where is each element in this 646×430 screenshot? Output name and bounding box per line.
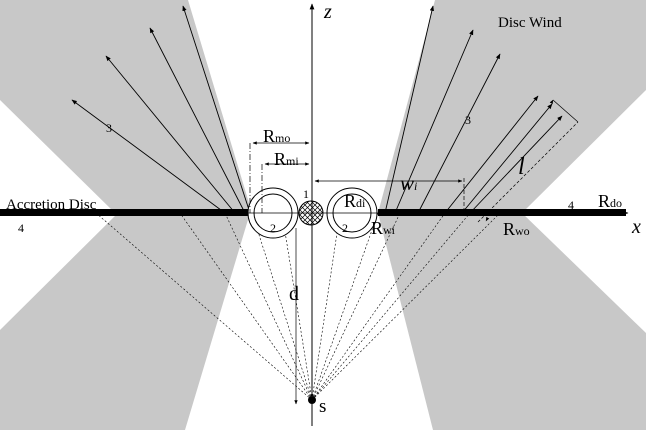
accretion-disc-left [0, 209, 250, 216]
source-point [308, 396, 316, 404]
right-lower-wind-region [378, 213, 646, 430]
left-upper-wind-region [0, 0, 252, 213]
region-3-left-label: 3 [106, 121, 112, 135]
region-1-label: 1 [303, 187, 309, 201]
rdo-label: Rdo [598, 191, 623, 211]
length-label: l [518, 154, 525, 180]
z-axis-label: z [324, 1, 332, 23]
rwi-label: Rwi [371, 218, 396, 238]
width-label: wi [400, 171, 418, 195]
disc-wind-label: Disc Wind [498, 15, 562, 31]
distance-label: d [289, 283, 299, 305]
rmi-label: Rmi [274, 149, 299, 169]
rdi-label: Rdi [344, 191, 366, 211]
length-dimension [477, 99, 579, 223]
radius-dimensions [249, 141, 465, 213]
source-label: s [319, 396, 327, 417]
region-4-left-label: 4 [18, 221, 24, 235]
x-axis-label: x [632, 216, 641, 238]
accretion-disc-right [378, 209, 626, 216]
region-2-left-label: 2 [270, 221, 276, 235]
region-3-right-label: 3 [465, 113, 471, 127]
rmo-label: Rmo [263, 126, 291, 146]
accretion-disc-label: Accretion Disc [6, 197, 97, 213]
sight-lines [95, 212, 501, 401]
region-4-right-label: 4 [568, 198, 574, 212]
region-2-right-label: 2 [342, 221, 348, 235]
left-lower-wind-region [0, 213, 250, 430]
rwo-label: Rwo [503, 219, 530, 239]
